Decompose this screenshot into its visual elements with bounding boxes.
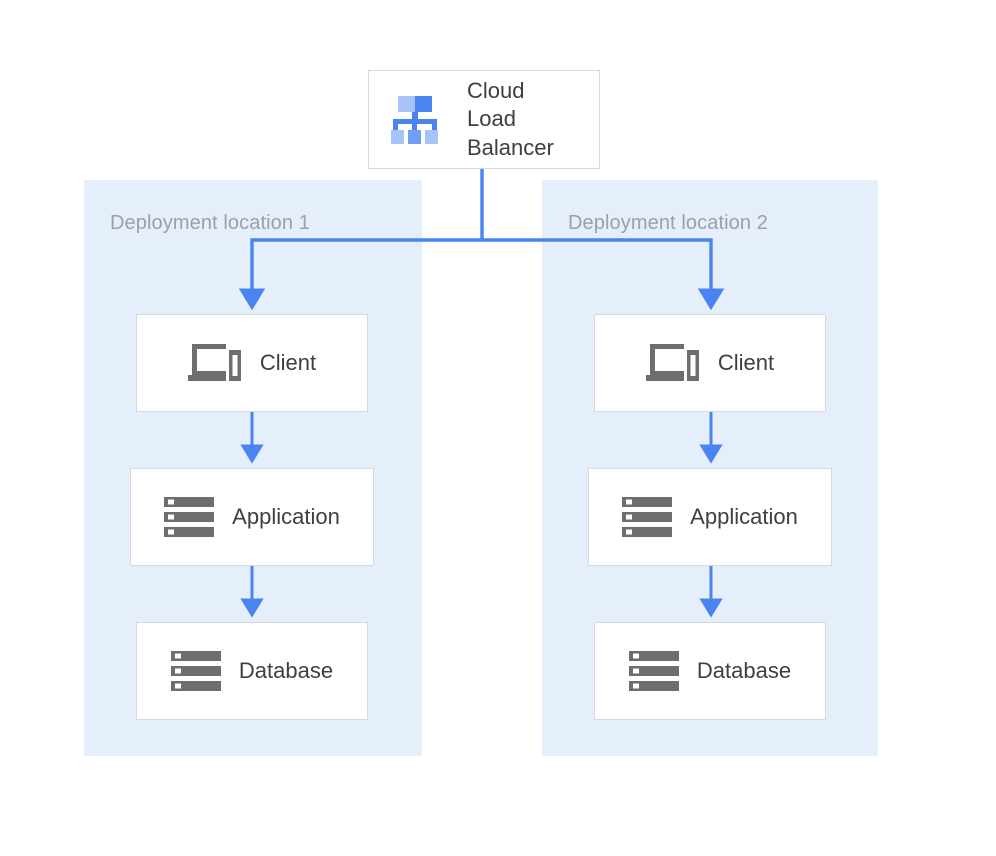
client-node-location-1[interactable]: Client bbox=[136, 314, 368, 412]
cloud-load-balancer-label: Cloud Load Balancer bbox=[467, 78, 554, 160]
client-node-location-2[interactable]: Client bbox=[594, 314, 826, 412]
application-label-location-1: Application bbox=[232, 504, 340, 529]
server-icon bbox=[622, 497, 673, 537]
database-label-location-2: Database bbox=[696, 658, 792, 683]
deployment-location-1-label: Deployment location 1 bbox=[110, 212, 310, 234]
application-node-location-1[interactable]: Application bbox=[130, 468, 374, 566]
server-icon bbox=[170, 651, 221, 691]
load-balancer-icon bbox=[391, 95, 438, 144]
client-label-location-2: Client bbox=[717, 350, 775, 375]
application-label-location-2: Application bbox=[690, 504, 798, 529]
devices-icon bbox=[187, 344, 241, 381]
devices-icon bbox=[645, 344, 699, 381]
cloud-load-balancer-node[interactable]: Cloud Load Balancer bbox=[368, 70, 600, 169]
deployment-location-2-label: Deployment location 2 bbox=[568, 212, 768, 234]
database-node-location-1[interactable]: Database bbox=[136, 622, 368, 720]
database-label-location-1: Database bbox=[238, 658, 334, 683]
application-node-location-2[interactable]: Application bbox=[588, 468, 832, 566]
server-icon bbox=[164, 497, 215, 537]
server-icon bbox=[628, 651, 679, 691]
database-node-location-2[interactable]: Database bbox=[594, 622, 826, 720]
client-label-location-1: Client bbox=[259, 350, 317, 375]
